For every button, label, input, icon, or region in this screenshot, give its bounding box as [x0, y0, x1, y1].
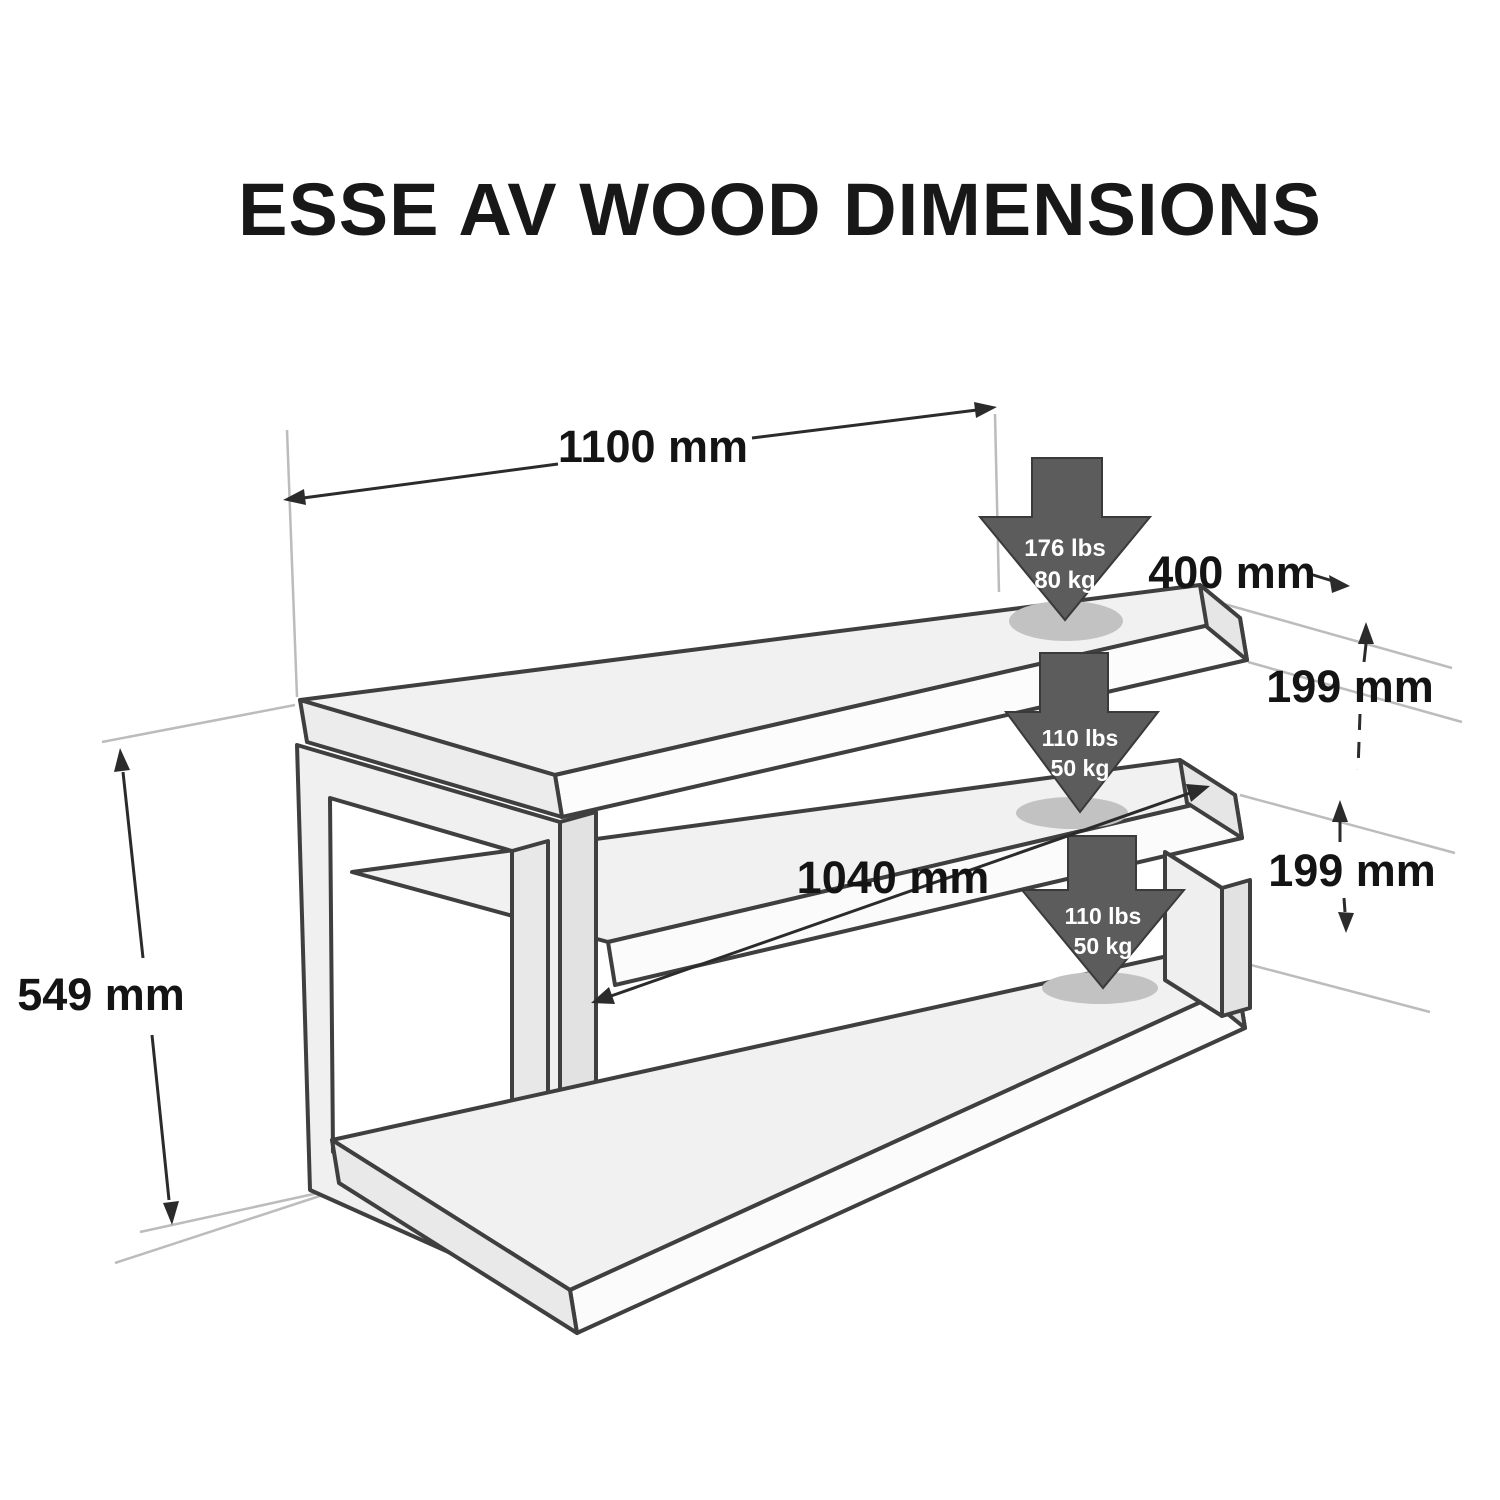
- dim-middle-gap: 199 mm: [1268, 800, 1436, 933]
- dim-top-width-label: 1100 mm: [558, 421, 748, 472]
- reference-lines: [101, 413, 1463, 1265]
- dim-height-label: 549 mm: [17, 969, 185, 1020]
- top-contact-ellipse: [1009, 601, 1123, 641]
- dim-middle-width-label: 1040 mm: [797, 852, 990, 903]
- bottom-load-arrow-icon: 110 lbs 50 kg: [1019, 835, 1187, 990]
- middle-load-arrow-icon: 110 lbs 50 kg: [1004, 652, 1161, 814]
- furniture-drawing: 176 lbs 80 kg 110 lbs 50 kg 110 lbs 50 k…: [295, 457, 1252, 1335]
- top-load-arrow-icon: 176 lbs 80 kg: [977, 457, 1153, 622]
- dim-top-gap: 199 mm: [1266, 622, 1434, 771]
- dim-middle-gap-label: 199 mm: [1268, 845, 1436, 896]
- dim-depth-label: 400 mm: [1148, 547, 1316, 598]
- top-load-lbs: 176 lbs: [1024, 535, 1105, 562]
- dim-middle-width: 1040 mm: [591, 784, 1210, 1004]
- middle-load-lbs: 110 lbs: [1042, 725, 1119, 751]
- bottom-load-lbs: 110 lbs: [1065, 903, 1142, 929]
- bottom-contact-ellipse: [1042, 972, 1158, 1004]
- dimension-annotations: 1100 mm 400 mm 199 mm 199 mm: [17, 402, 1436, 1225]
- bottom-shelf: [330, 948, 1247, 1335]
- bottom-load-kg: 50 kg: [1074, 933, 1133, 959]
- page-title: ESSE AV WOOD DIMENSIONS: [238, 168, 1322, 251]
- contact-ellipses: [1009, 601, 1158, 1004]
- top-load-kg: 80 kg: [1034, 567, 1095, 594]
- middle-contact-ellipse: [1016, 797, 1128, 829]
- middle-load-kg: 50 kg: [1051, 755, 1110, 781]
- dim-top-gap-label: 199 mm: [1266, 661, 1434, 712]
- load-arrows: 176 lbs 80 kg 110 lbs 50 kg 110 lbs 50 k…: [977, 457, 1187, 990]
- dim-top-width: 1100 mm: [283, 402, 997, 505]
- dim-depth: 400 mm: [1148, 547, 1350, 598]
- dim-height: 549 mm: [17, 748, 185, 1225]
